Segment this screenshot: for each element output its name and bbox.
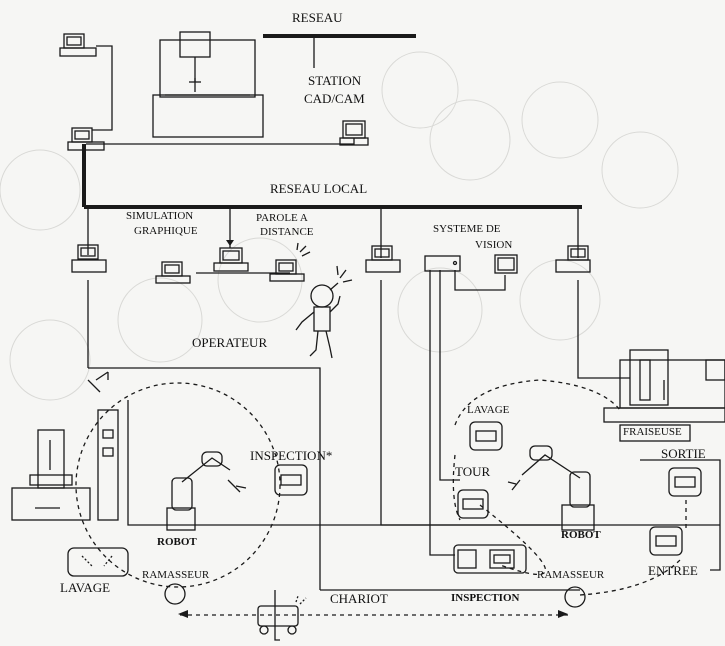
label-inspection: INSPECTION — [451, 592, 520, 604]
left-loop — [75, 382, 281, 588]
top-terminal-link — [92, 45, 113, 131]
cadcam-link — [86, 138, 355, 145]
terminal-drop-4 — [555, 245, 591, 273]
robot-right — [507, 445, 595, 531]
inspection-station — [453, 544, 527, 574]
terminal-drop-3 — [365, 245, 401, 273]
label-operateur: OPERATEUR — [192, 335, 268, 350]
vision-inspection — [429, 270, 455, 556]
label-chariot: CHARIOT — [330, 591, 388, 606]
terminal-cadcam — [339, 120, 369, 146]
arrowheads — [178, 240, 568, 618]
lavage-left-unit — [67, 547, 129, 577]
network-lines — [82, 34, 721, 641]
entree-station — [649, 526, 683, 556]
ramasseur-right-disc — [564, 586, 586, 608]
ramasseur-left-disc — [164, 583, 186, 605]
label-station: STATION — [308, 73, 362, 88]
label-reseau-local: RESEAU LOCAL — [270, 181, 368, 196]
robot-left — [166, 451, 247, 531]
left-machine — [11, 409, 119, 521]
terminal-local-root — [67, 127, 105, 151]
vision-tour — [439, 270, 460, 481]
label-cad-cam: CAD/CAM — [304, 91, 365, 106]
cnc-machine-top — [152, 31, 264, 138]
label-systeme-de: SYSTEME DE — [433, 223, 501, 235]
tour-station — [457, 489, 489, 519]
label-ramasseur-left: RAMASSEUR — [142, 569, 210, 581]
label-distance: DISTANCE — [260, 226, 314, 238]
vision-system — [424, 254, 518, 274]
left-stub — [87, 379, 101, 393]
chariot-cart — [257, 595, 307, 635]
right-to-fraiseuse — [577, 280, 630, 379]
label-parole-a: PAROLE A — [256, 212, 308, 224]
terminal-parole — [269, 242, 311, 282]
lavage-right-station — [469, 421, 503, 451]
label-robot-right: ROBOT — [561, 529, 601, 541]
chariot-stem — [274, 590, 280, 641]
right-top-arc — [454, 379, 621, 426]
vision-camera-link — [454, 270, 506, 291]
label-robot-left: ROBOT — [157, 536, 197, 548]
inspection-star-station — [274, 464, 308, 496]
label-vision: VISION — [475, 239, 513, 251]
label-graphique: GRAPHIQUE — [134, 225, 198, 237]
transfer-paths — [75, 379, 687, 616]
ramasseur-entree-path — [579, 559, 681, 596]
label-tour: TOUR — [455, 464, 491, 479]
label-lavage-right: LAVAGE — [467, 404, 510, 416]
operator-figure — [295, 265, 353, 359]
terminal-top-left — [59, 33, 97, 57]
label-ramasseur-right: RAMASSEUR — [537, 569, 605, 581]
label-simulation: SIMULATION — [126, 210, 194, 222]
terminal-simulation — [155, 261, 191, 284]
robot-bus — [127, 400, 560, 526]
left-to-chariot — [88, 367, 321, 590]
label-fraiseuse: FRAISEUSE — [623, 426, 682, 438]
terminal-drop-1 — [71, 244, 107, 273]
label-entree: ENTREE — [648, 563, 698, 578]
label-reseau: RESEAU — [292, 10, 343, 25]
label-inspection-star: INSPECTION* — [250, 448, 333, 463]
fraiseuse-machine — [603, 349, 725, 442]
label-sortie: SORTIE — [661, 446, 706, 461]
label-lavage-left: LAVAGE — [60, 580, 111, 595]
sortie-entree-link — [640, 459, 721, 571]
terminal-center — [213, 247, 249, 272]
left-branch-a — [95, 371, 109, 381]
right-inner-arc — [479, 504, 546, 576]
sortie-station — [668, 467, 702, 497]
